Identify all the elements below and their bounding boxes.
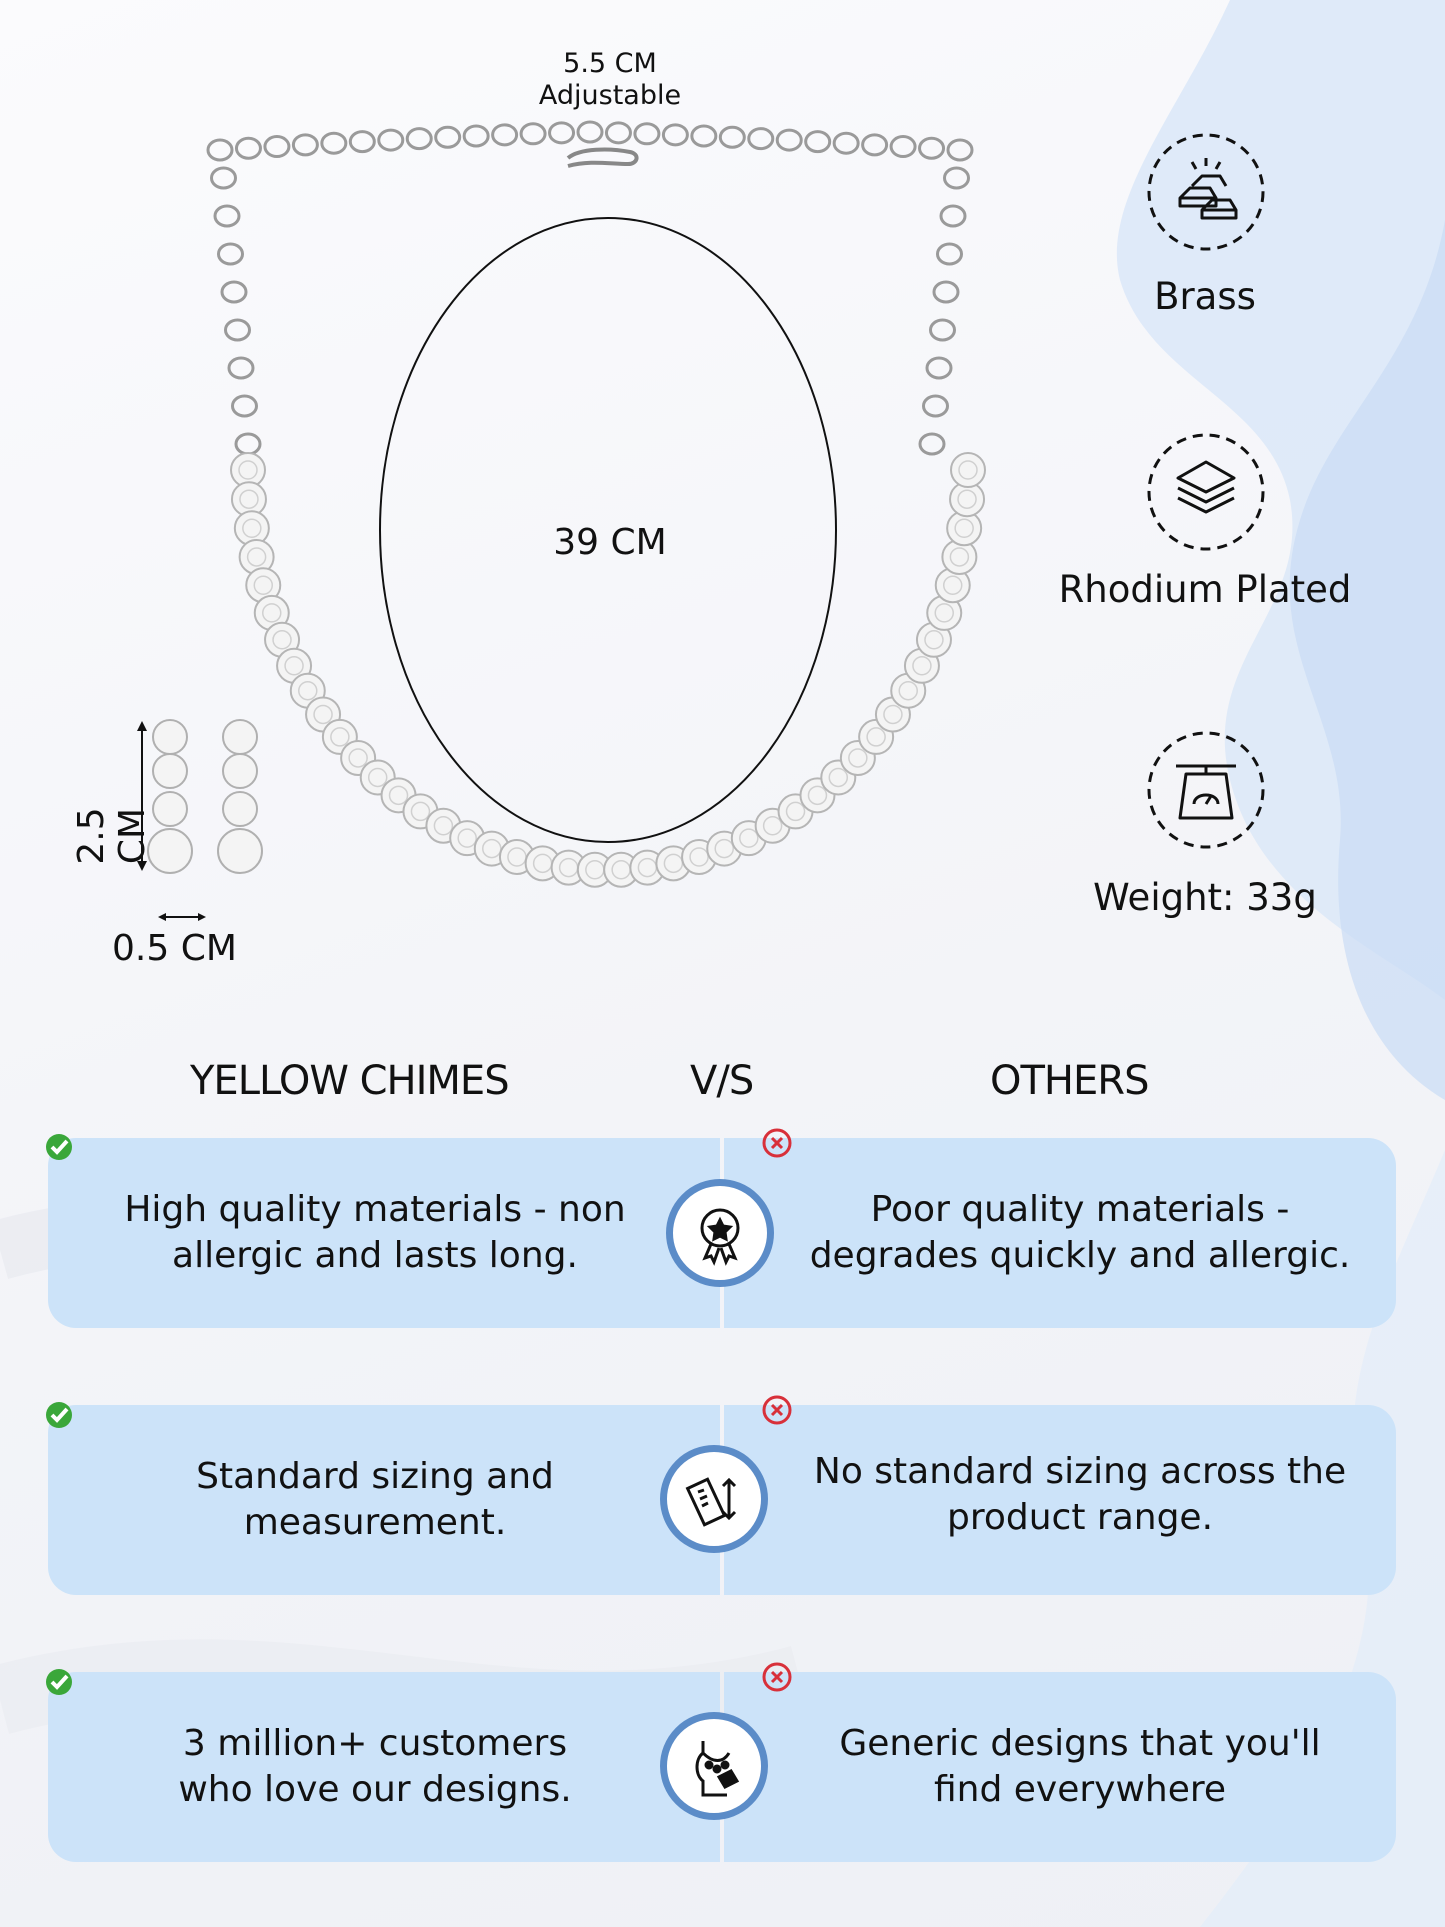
chain-extension-label: 5.5 CM Adjustable xyxy=(510,48,710,112)
layers-icon xyxy=(1147,433,1265,551)
spec-rhodium-plated: Rhodium Plated xyxy=(1058,568,1352,611)
row-2-cross-icon xyxy=(762,1395,792,1425)
row-3-cross-icon xyxy=(762,1662,792,1692)
row-2-others-text: No standard sizing across the product ra… xyxy=(813,1451,1347,1538)
row-2-check-icon xyxy=(46,1402,72,1428)
heading-others: OTHERS xyxy=(990,1058,1149,1104)
length-ellipse xyxy=(379,217,837,843)
spec-brass: Brass xyxy=(1154,275,1256,318)
row-3-badge xyxy=(660,1712,768,1820)
row-3-ours-card xyxy=(48,1672,720,1862)
heading-vs: V/S xyxy=(690,1058,754,1104)
row-3-ours-text: 3 million+ customers who love our design… xyxy=(178,1723,572,1810)
chain-extension-value: 5.5 CM xyxy=(563,48,657,79)
earrings-illustration xyxy=(137,719,263,921)
earring-height-label: 2.5 CM xyxy=(71,807,153,865)
row-1-ours-card xyxy=(48,1138,720,1328)
heading-yellow-chimes: YELLOW CHIMES xyxy=(190,1058,510,1104)
chain-extension-note: Adjustable xyxy=(538,80,682,111)
row-1-check-icon xyxy=(46,1134,72,1160)
row-3-check-icon xyxy=(46,1669,72,1695)
row-3-others-card xyxy=(724,1672,1396,1862)
row-1-badge xyxy=(666,1179,774,1287)
spec-weight: Weight: 33g xyxy=(1093,876,1317,919)
row-1-cross-icon xyxy=(762,1128,792,1158)
row-3-others-text: Generic designs that you'll find everywh… xyxy=(839,1723,1321,1810)
gold-bars-icon xyxy=(1147,133,1265,251)
weighing-scale-icon xyxy=(1147,731,1265,849)
necklace-bust-icon xyxy=(695,1741,740,1797)
row-2-ours-card xyxy=(48,1405,720,1595)
row-1-ours-text: High quality materials - non allergic an… xyxy=(124,1189,626,1276)
row-2-others-card xyxy=(724,1405,1396,1595)
ruler-icon xyxy=(685,1477,737,1527)
earring-width-label: 0.5 CM xyxy=(112,928,237,969)
necklace-length-label: 39 CM xyxy=(553,522,667,563)
necklace-illustration xyxy=(206,120,986,888)
quality-badge-icon xyxy=(700,1208,740,1266)
row-1-others-card xyxy=(724,1138,1396,1328)
row-1-others-text: Poor quality materials - degrades quickl… xyxy=(809,1189,1351,1276)
row-2-ours-text: Standard sizing and measurement. xyxy=(196,1456,554,1543)
row-2-badge xyxy=(660,1445,768,1553)
hook-clasp xyxy=(566,147,639,168)
